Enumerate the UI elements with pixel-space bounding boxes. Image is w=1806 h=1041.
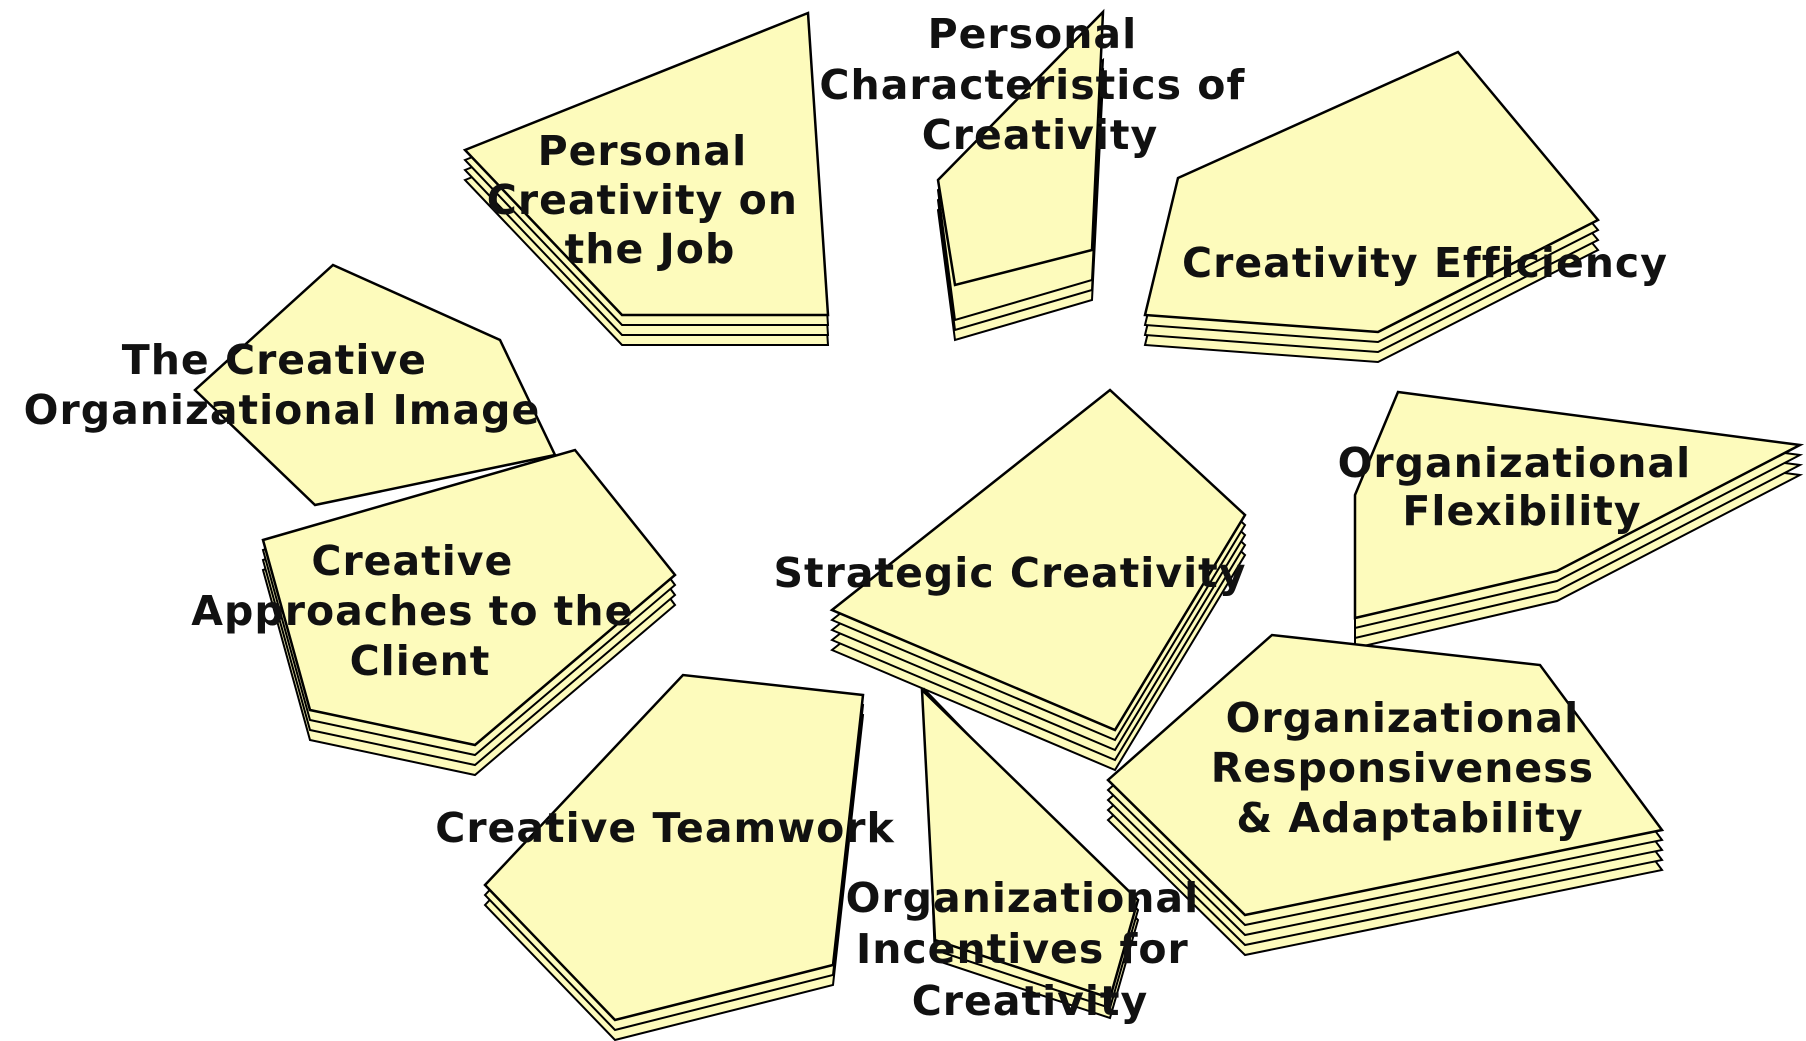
piece-personal-creativity-on-the-job: Personal Creativity on the Job: [462, 11, 830, 346]
label-the-creative-organizational-image: The Creative Organizational Image: [24, 336, 541, 434]
piece-organizational-incentives-for-creativity: Organizational Incentives for Creativity: [846, 686, 1215, 1025]
label-creativity-efficiency: Creativity Efficiency: [1182, 239, 1668, 287]
label-personal-creativity-on-the-job: Personal Creativity on the Job: [487, 127, 813, 273]
label-strategic-creativity: Strategic Creativity: [774, 549, 1247, 597]
label-organizational-responsiveness-adaptability: Organizational Responsiveness & Adaptabi…: [1211, 694, 1610, 842]
label-creative-teamwork: Creative Teamwork: [435, 804, 895, 852]
piece-organizational-responsiveness-adaptability: Organizational Responsiveness & Adaptabi…: [1106, 633, 1665, 957]
label-creative-approaches-to-the-client: Creative Approaches to the Client: [191, 537, 648, 685]
piece-creative-approaches-to-the-client: Creative Approaches to the Client: [191, 448, 677, 777]
label-organizational-incentives-for-creativity: Organizational Incentives for Creativity: [846, 874, 1215, 1025]
piece-personal-characteristics-of-creativity: Personal Characteristics of Creativity: [819, 8, 1260, 342]
label-organizational-flexibility: Organizational Flexibility: [1338, 439, 1707, 535]
piece-organizational-flexibility: Organizational Flexibility: [1338, 390, 1805, 650]
piece-the-creative-organizational-image: The Creative Organizational Image: [24, 263, 557, 507]
label-personal-characteristics-of-creativity: Personal Characteristics of Creativity: [819, 10, 1260, 159]
piece-creative-teamwork: Creative Teamwork: [435, 673, 895, 1041]
piece-strategic-creativity: Strategic Creativity: [774, 388, 1247, 772]
piece-creativity-efficiency: Creativity Efficiency: [1143, 50, 1668, 364]
